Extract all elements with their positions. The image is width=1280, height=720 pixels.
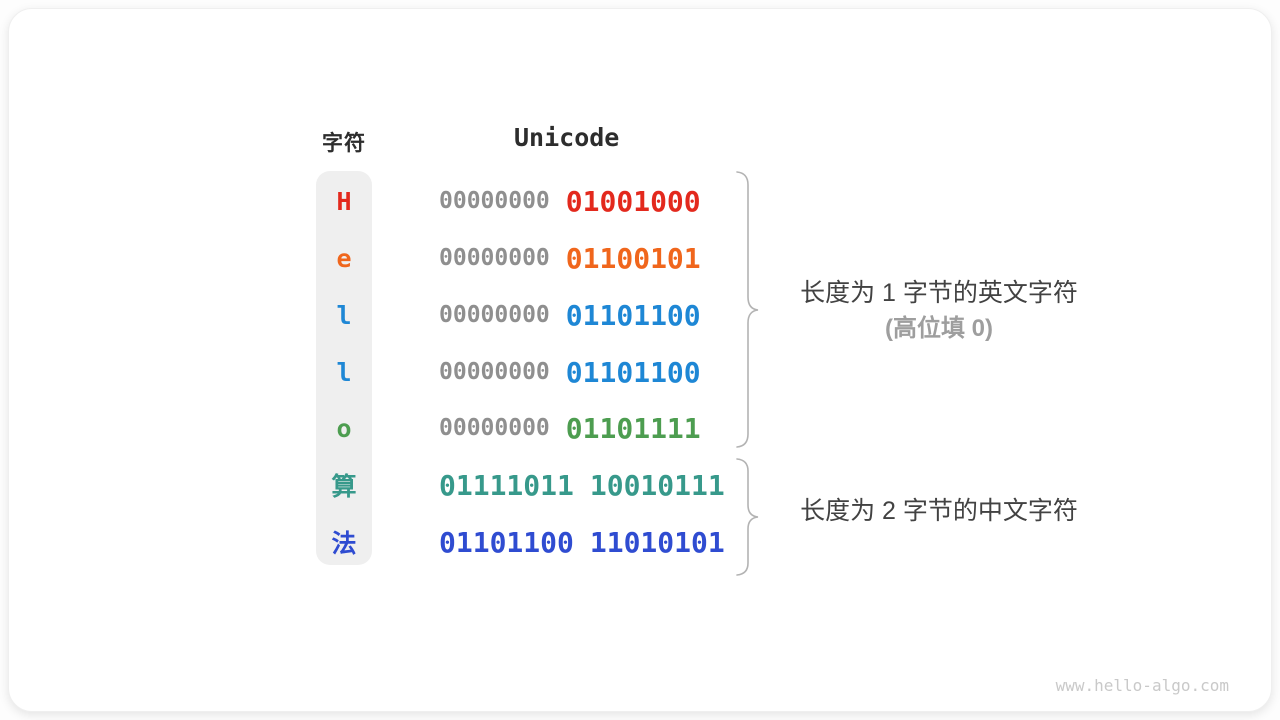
binary-low-byte: 01101111 bbox=[565, 411, 701, 445]
char-cell-h: H bbox=[336, 186, 352, 216]
char-cell-fa: 法 bbox=[331, 529, 357, 558]
char-cell-e: e bbox=[336, 243, 352, 273]
binary-row-h: 00000000 01001000 bbox=[439, 181, 701, 221]
binary-high-byte: 01101100 bbox=[439, 525, 574, 559]
annotation-two-byte-text: 长度为 2 字节的中文字符 bbox=[800, 497, 1078, 525]
char-cell-l1: l bbox=[336, 300, 352, 330]
brace-two-byte-group bbox=[736, 458, 759, 576]
binary-low-byte: 11010101 bbox=[589, 525, 725, 559]
watermark-url: www.hello-algo.com bbox=[1055, 676, 1229, 695]
binary-low-byte: 01101100 bbox=[565, 355, 701, 389]
braces-overlay bbox=[736, 171, 759, 576]
char-column-header: 字符 bbox=[322, 132, 366, 155]
annotation-one-byte-note: (高位填 0) bbox=[884, 315, 993, 342]
annotation-two-byte: 长度为 2 字节的中文字符 bbox=[800, 495, 1078, 527]
binary-row-l1: 00000000 01101100 bbox=[439, 295, 701, 335]
char-cell-l2: l bbox=[336, 357, 352, 387]
binary-row-fa: 01101100 11010101 bbox=[439, 522, 725, 562]
diagram-card: 字符 Unicode H e l l o 算 法 00000000 010010… bbox=[8, 8, 1272, 712]
char-cell-suan: 算 bbox=[331, 472, 357, 501]
char-column-background bbox=[316, 171, 372, 565]
annotation-one-byte: 长度为 1 字节的英文字符 (高位填 0) bbox=[800, 277, 1078, 345]
binary-high-byte: 00000000 bbox=[439, 188, 550, 214]
binary-high-byte: 00000000 bbox=[439, 245, 550, 271]
binary-high-byte: 00000000 bbox=[439, 415, 550, 441]
char-cell-o: o bbox=[336, 413, 352, 443]
binary-low-byte: 01101100 bbox=[565, 298, 701, 332]
binary-row-e: 00000000 01100101 bbox=[439, 238, 701, 278]
binary-high-byte: 01111011 bbox=[439, 468, 574, 502]
binary-low-byte: 01100101 bbox=[565, 241, 701, 275]
unicode-column-header: Unicode bbox=[514, 123, 620, 152]
binary-row-suan: 01111011 10010111 bbox=[439, 465, 725, 505]
binary-row-l2: 00000000 01101100 bbox=[439, 352, 701, 392]
brace-one-byte-group bbox=[736, 171, 759, 448]
annotation-one-byte-text: 长度为 1 字节的英文字符 bbox=[800, 279, 1078, 307]
binary-low-byte: 01001000 bbox=[565, 184, 701, 218]
binary-low-byte: 10010111 bbox=[589, 468, 725, 502]
binary-row-o: 00000000 01101111 bbox=[439, 408, 701, 448]
binary-high-byte: 00000000 bbox=[439, 359, 550, 385]
binary-high-byte: 00000000 bbox=[439, 302, 550, 328]
